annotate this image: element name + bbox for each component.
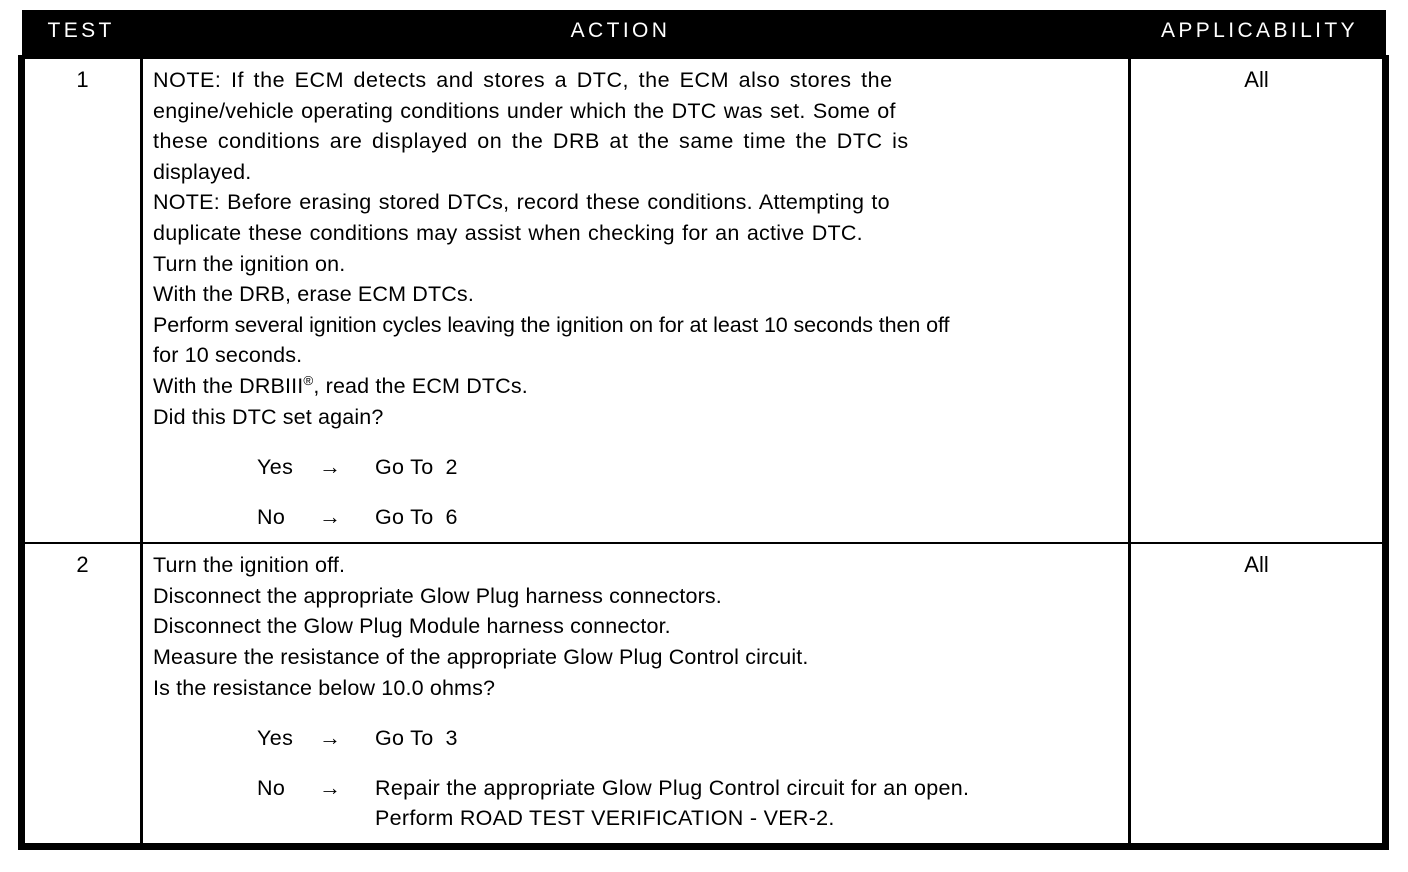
action-line: Measure the resistance of the appropriat… (153, 644, 809, 669)
answer-action-text: Go To (375, 726, 434, 751)
answer-goto-number: 2 (445, 455, 458, 480)
answer-action-text-line2: Perform ROAD TEST VERIFICATION - VER-2. (375, 806, 835, 831)
test-number: 1 (76, 67, 89, 92)
answer-action-yes: Go To 3 (375, 723, 1122, 753)
test-number-cell: 2 (18, 542, 143, 851)
answer-row-no: No → Go To 6 (153, 502, 1122, 532)
action-line-drb3: With the DRBIII®, read the ECM DTCs. (153, 371, 1122, 402)
test-number: 2 (76, 552, 89, 578)
applicability-cell: All (1129, 542, 1389, 851)
action-line: Disconnect the Glow Plug Module harness … (153, 614, 671, 639)
answer-row-yes: Yes → Go To 2 (153, 452, 1122, 482)
action-line: Is the resistance below 10.0 ohms? (153, 675, 496, 700)
action-line: these conditions are displayed on the DR… (153, 129, 909, 154)
action-line: NOTE: Before erasing stored DTCs, record… (153, 190, 890, 215)
action-line: NOTE: If the ECM detects and stores a DT… (153, 68, 893, 92)
answer-label-yes: Yes (257, 726, 294, 751)
action-cell: Turn the ignition off. Disconnect the ap… (141, 542, 1131, 851)
answer-action-text: Repair the appropriate Glow Plug Control… (375, 776, 970, 801)
answer-label-no: No (257, 505, 286, 530)
action-line: engine/vehicle operating conditions unde… (153, 98, 896, 123)
answer-action-yes: Go To 2 (375, 452, 1122, 482)
answer-block: Yes → Go To 2 No → Go To 6 (153, 452, 1122, 532)
action-cell: NOTE: If the ECM detects and stores a DT… (141, 54, 1131, 545)
test-number-cell: 1 (18, 54, 143, 545)
action-line: duplicate these conditions may assist wh… (153, 220, 863, 245)
table-row: 1 NOTE: If the ECM detects and stores a … (18, 54, 1389, 545)
applicability-cell: All (1129, 54, 1389, 545)
applicability-value: All (1244, 67, 1269, 92)
registered-trademark-icon: ® (303, 372, 314, 388)
answer-goto-number: 3 (445, 726, 458, 751)
answer-action-text: Go To (375, 455, 434, 480)
action-line: Turn the ignition on. (153, 251, 346, 276)
column-header-test: TEST (21, 10, 142, 57)
action-line-drb3-suffix: , read the ECM DTCs. (313, 373, 528, 398)
column-header-applicability: APPLICABILITY (1129, 10, 1386, 57)
action-text-block: Turn the ignition off. Disconnect the ap… (153, 550, 1122, 703)
action-line: displayed. (153, 159, 252, 184)
answer-action-text: Go To (375, 505, 434, 530)
arrow-right-icon: → (319, 725, 341, 751)
table-row: 2 Turn the ignition off. Disconnect the … (18, 542, 1389, 851)
answer-row-no: No → Repair the appropriate Glow Plug Co… (153, 773, 1122, 833)
answer-block: Yes → Go To 3 No → Repair the appropriate… (153, 723, 1122, 833)
arrow-right-icon: → (319, 454, 341, 480)
arrow-right-icon: → (319, 504, 341, 530)
answer-row-yes: Yes → Go To 3 (153, 723, 1122, 753)
action-line-drb3-prefix: With the DRBIII (153, 373, 304, 398)
answer-goto-number: 6 (445, 505, 458, 530)
action-text-block: NOTE: If the ECM detects and stores a DT… (153, 65, 1122, 432)
action-line: for 10 seconds. (153, 343, 303, 368)
diagnostic-procedure-table: TEST ACTION APPLICABILITY 1 NOTE: If the… (18, 10, 1389, 851)
action-line: With the DRB, erase ECM DTCs. (153, 282, 474, 307)
table-header-row: TEST ACTION APPLICABILITY (21, 10, 1386, 57)
answer-label-no: No (257, 776, 286, 801)
action-line: Turn the ignition off. (153, 553, 346, 578)
table-header: TEST ACTION APPLICABILITY (21, 10, 1386, 57)
applicability-value: All (1244, 552, 1269, 578)
action-line: Perform several ignition cycles leaving … (153, 312, 950, 337)
answer-action-no: Go To 6 (375, 502, 1122, 532)
action-line: Disconnect the appropriate Glow Plug har… (153, 583, 722, 608)
column-header-action: ACTION (141, 10, 1130, 57)
table-body: 1 NOTE: If the ECM detects and stores a … (18, 54, 1389, 851)
answer-label-yes: Yes (257, 455, 294, 480)
arrow-right-icon: → (319, 775, 341, 801)
answer-action-no: Repair the appropriate Glow Plug Control… (375, 773, 1122, 833)
action-line: Did this DTC set again? (153, 404, 384, 429)
